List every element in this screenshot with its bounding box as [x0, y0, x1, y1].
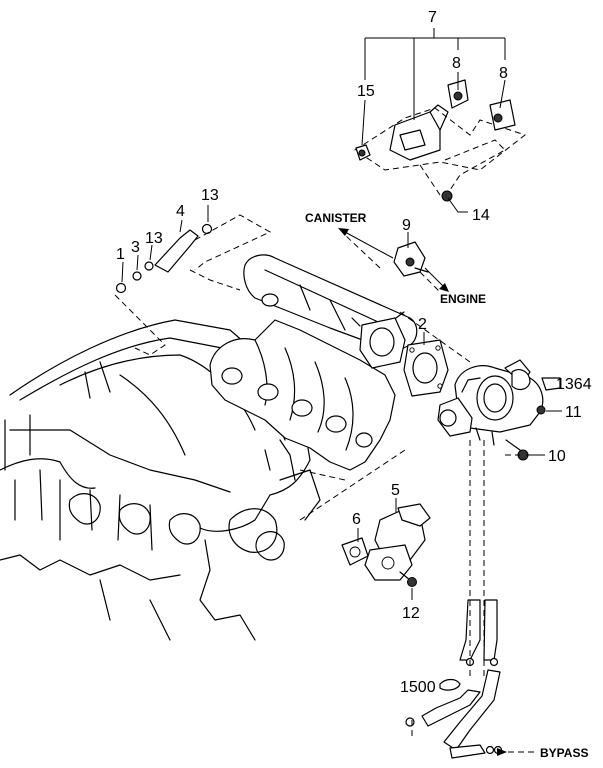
- vacuum-hose: [115, 223, 213, 294]
- callout-5: 5: [391, 482, 400, 499]
- callout-8-left: 8: [452, 55, 461, 72]
- callout-7: 7: [428, 9, 437, 26]
- callout-10: 10: [548, 448, 566, 465]
- callout-6: 6: [352, 511, 361, 528]
- callout-12: 12: [402, 605, 420, 622]
- callout-8-right: 8: [499, 65, 508, 82]
- callout-9: 9: [402, 217, 411, 234]
- flow-arrows: [338, 228, 507, 756]
- throttle-body: [437, 359, 544, 446]
- label-engine: ENGINE: [440, 292, 486, 306]
- bracket-assembly: [354, 79, 527, 171]
- callout-leaders: [121, 28, 562, 600]
- engine-cylinder-head: [0, 319, 321, 641]
- callout-13-upper: 13: [201, 187, 219, 204]
- assembly-guides: [114, 139, 535, 753]
- label-canister: CANISTER: [305, 211, 367, 225]
- callout-14: 14: [472, 207, 490, 224]
- callout-1: 1: [116, 246, 125, 263]
- throttle-gasket: [403, 339, 449, 397]
- callout-1500: 1500: [400, 679, 436, 696]
- callout-13-lower: 13: [145, 230, 163, 247]
- callout-2: 2: [418, 316, 427, 333]
- fasteners: [399, 190, 561, 587]
- callout-11: 11: [565, 404, 582, 421]
- intake-manifold: [209, 254, 418, 471]
- callout-1364: 1364: [556, 376, 592, 393]
- callout-4: 4: [176, 203, 185, 220]
- callout-3: 3: [131, 239, 140, 256]
- idle-speed-valve: [341, 503, 431, 581]
- callout-15: 15: [357, 83, 375, 100]
- label-bypass: BYPASS: [540, 746, 588, 760]
- purge-solenoid: [393, 241, 429, 277]
